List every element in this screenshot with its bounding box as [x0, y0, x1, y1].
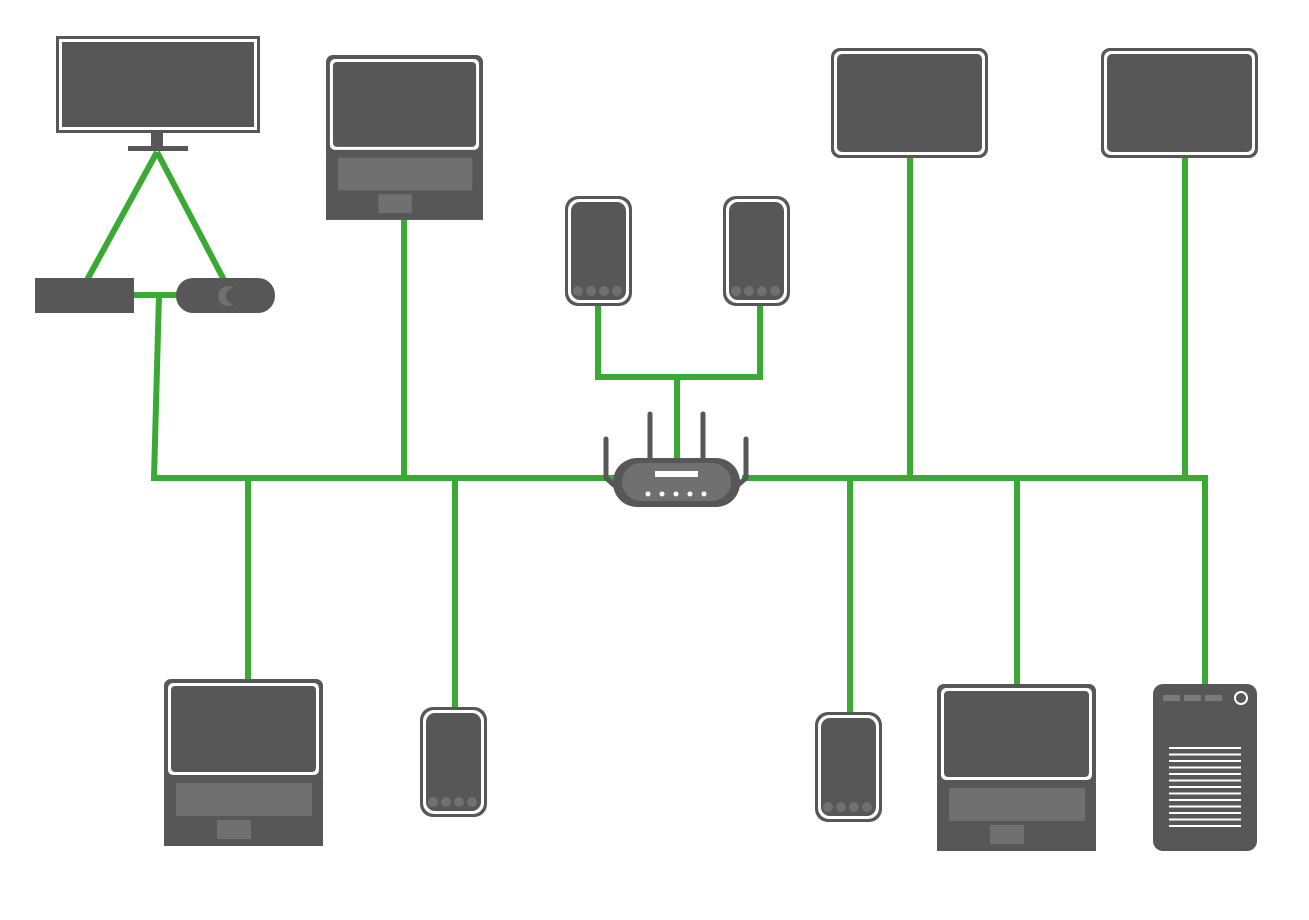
media-player-icon: [176, 278, 275, 313]
tablet-icon: [1101, 48, 1258, 158]
smartphone-icon: [565, 196, 632, 306]
link-monitor-media-player: [154, 150, 227, 282]
tower-server-icon: [1153, 684, 1257, 851]
monitor-icon: [56, 36, 260, 151]
smartphone-icon: [815, 712, 882, 822]
router-antennas: [603, 411, 749, 488]
smartphone-icon: [723, 196, 790, 306]
vent-grille: [1169, 747, 1241, 827]
laptop-icon: [326, 55, 483, 220]
tablet-icon: [831, 48, 988, 158]
network-links: [84, 150, 1208, 715]
laptop-icon: [937, 684, 1096, 851]
link-entertainment-to-backbone: [151, 294, 162, 479]
wireless-router-icon: [603, 411, 749, 507]
set-top-box-icon: [35, 278, 134, 313]
power-button-icon: [1234, 691, 1248, 705]
link-monitor-set-top-box: [84, 150, 160, 282]
smartphone-icon: [420, 707, 487, 817]
laptop-icon: [164, 679, 323, 846]
